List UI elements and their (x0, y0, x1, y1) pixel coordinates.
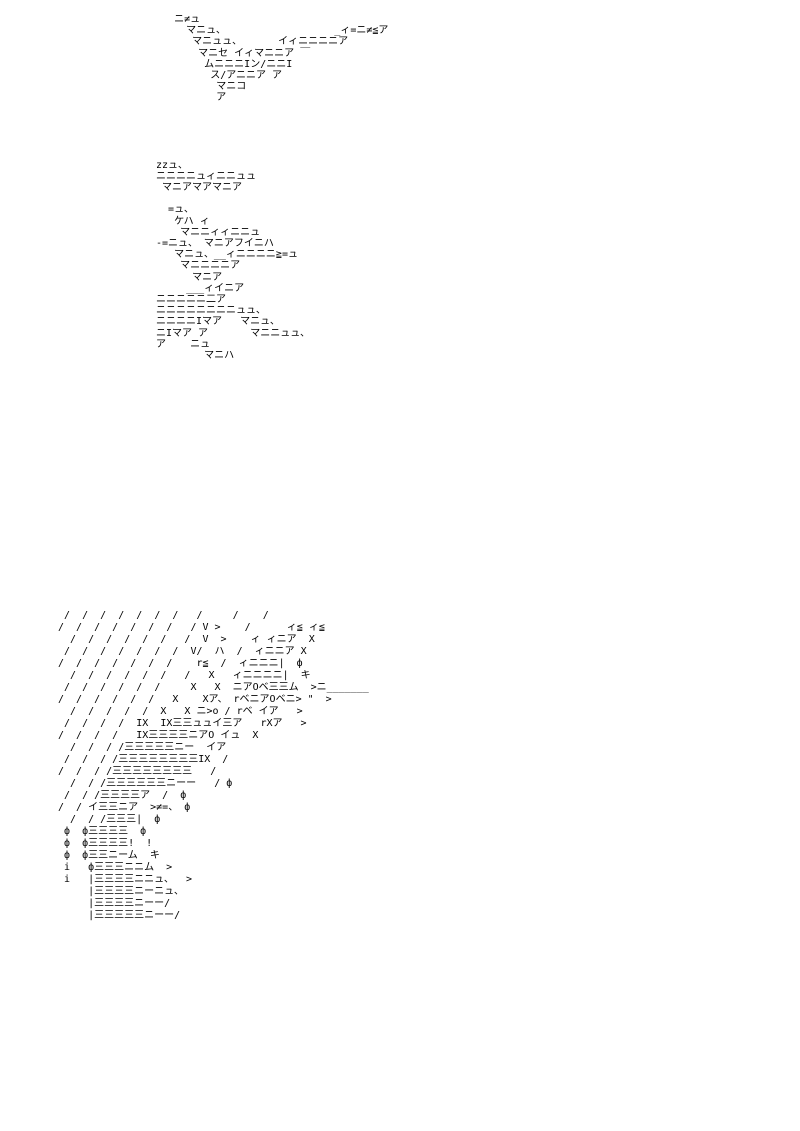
ascii-art-lower: / / / / / / / / / / / / / / / / / / V > … (58, 610, 369, 921)
ascii-art-upper: ニ≠ュ マニュ、 _ィ=ニ≠≦ア マニュュ、 イィニニニニア マニセ イィマニニ… (156, 14, 389, 362)
